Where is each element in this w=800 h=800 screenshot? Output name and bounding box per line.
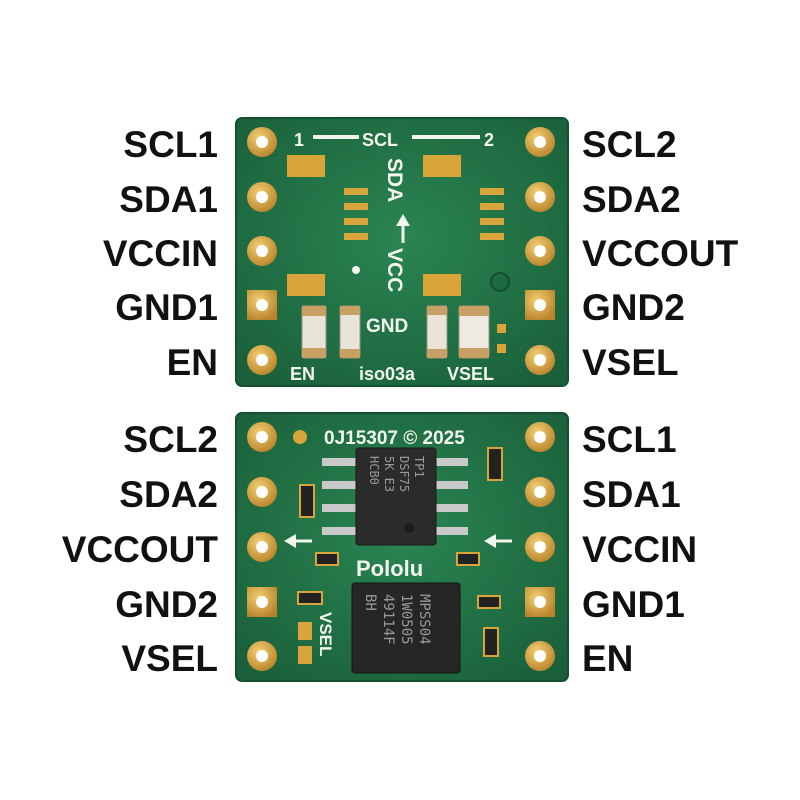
silk-gnd: GND [366, 316, 408, 337]
pcb-bottom [235, 412, 569, 682]
pin1-dot [352, 266, 360, 274]
pin-label: EN [582, 638, 634, 679]
chip-text: TP1 [412, 456, 426, 478]
isolator-chip: HCB0 5K E3 DSF75 TP1 [322, 447, 468, 546]
ic-footprint-right [480, 188, 504, 240]
top-left-pads [247, 127, 277, 375]
chip-text: 5K E3 [382, 456, 396, 492]
pin-label: GND2 [582, 287, 685, 328]
smd-pad [287, 274, 325, 296]
pin-label: GND2 [115, 584, 218, 625]
silk-header: 0J15307 © 2025 [324, 428, 465, 449]
pin-label: SCL2 [123, 419, 218, 460]
dcdc-module: BH 49114F 1W0505 MPSS04 [351, 582, 461, 674]
chip-text: 49114F [380, 594, 396, 645]
silk-vsel: VSEL [447, 364, 494, 384]
pin-label: SCL2 [582, 124, 677, 165]
arrow-up-icon [396, 214, 410, 243]
pin-label: SCL1 [123, 124, 218, 165]
silk-vcc: VCC [383, 248, 406, 292]
pin-label: VCCOUT [582, 233, 739, 274]
pin-label: SCL1 [582, 419, 677, 460]
silk-sda: SDA [383, 158, 406, 202]
arrow-left-icon [284, 534, 312, 548]
pin-label: VCCIN [582, 529, 698, 570]
pin-label: SDA2 [119, 474, 218, 515]
top-board: 1 SCL 2 SDA VCC [235, 117, 569, 387]
smd-pad [287, 155, 325, 177]
chip-text: DSF75 [397, 456, 411, 492]
silk-pin1: 1 [294, 130, 304, 150]
resistor [483, 627, 499, 657]
pin-label: GND1 [582, 584, 685, 625]
chip-text: 1W0505 [398, 594, 414, 645]
bottom-right-pads [525, 422, 555, 671]
resistor [456, 552, 480, 566]
chip-text: MPSS04 [416, 594, 432, 645]
bottom-left-pads [247, 422, 277, 671]
pin-label: SDA2 [582, 179, 681, 220]
smd-pad [423, 155, 461, 177]
ic-footprint-left [344, 188, 368, 240]
pin-label: VCCIN [102, 233, 218, 274]
pin-label: VSEL [582, 342, 679, 383]
resistor [487, 447, 503, 481]
arrow-left-icon [484, 534, 512, 548]
silk-brand: Pololu [356, 556, 423, 581]
silk-pin2: 2 [484, 130, 494, 150]
silk-en: EN [290, 364, 315, 384]
resistor [315, 552, 339, 566]
pin-label: VCCOUT [61, 529, 218, 570]
via [293, 430, 307, 444]
silk-vsel-bottom: VSEL [316, 612, 335, 656]
via [490, 272, 510, 292]
pin-label: VSEL [121, 638, 218, 679]
silk-model: iso03a [359, 364, 416, 384]
pin-label: SDA1 [119, 179, 218, 220]
chip-text: BH [362, 594, 378, 611]
chip-text: HCB0 [367, 456, 381, 485]
resistor [477, 595, 501, 609]
smd-pad [298, 622, 312, 640]
pin-label: SDA1 [582, 474, 681, 515]
smd-pad [298, 646, 312, 664]
bottom-board: 0J15307 © 2025 HCB0 5K E3 DSF75 TP1 [235, 412, 569, 682]
resistor [299, 484, 315, 518]
pin-label: EN [166, 342, 218, 383]
resistor [297, 591, 323, 605]
silk-scl: SCL [362, 130, 398, 150]
smd-pad [423, 274, 461, 296]
pin-label: GND1 [115, 287, 218, 328]
top-right-pads [525, 127, 555, 375]
